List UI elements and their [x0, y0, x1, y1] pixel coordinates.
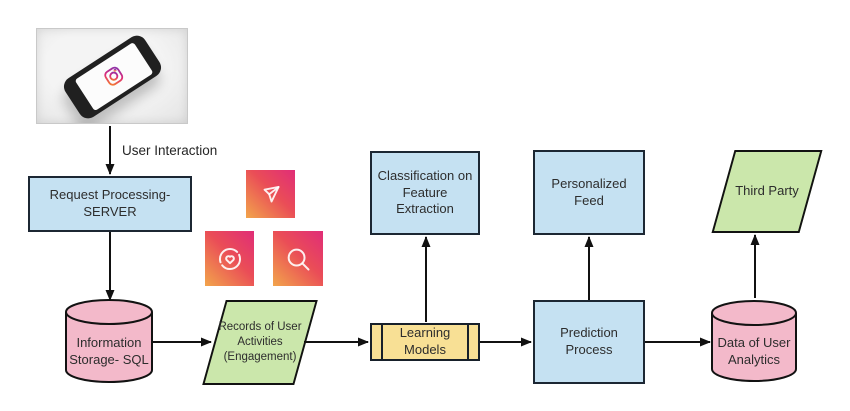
smartphone-photo [36, 28, 188, 124]
node-personalized-feed: Personalized Feed [533, 150, 645, 235]
node-data-of-user-analytics: Data of User Analytics [710, 299, 798, 385]
node-information-storage-sql: Information Storage- SQL [64, 298, 154, 386]
node-label-line: Personalized Feed [551, 175, 627, 208]
node-label-line: Storage- SQL [69, 352, 149, 367]
node-label: Data of User Analytics [710, 319, 798, 385]
node-label-line: Feature Extraction [396, 184, 454, 217]
node-label: Records of User Activities (Engagement) [218, 320, 301, 365]
instagram-activity-icon [205, 231, 254, 286]
node-label-line: Data of User [717, 335, 791, 351]
instagram-logo-icon [104, 66, 124, 86]
phone-screen [74, 41, 154, 111]
node-label-line: Third Party [735, 183, 799, 199]
node-label-line: Records of User [218, 321, 302, 334]
node-records-of-user-activities: Records of User Activities (Engagement) [202, 300, 318, 385]
node-label-line: Learning [399, 325, 451, 341]
node-third-party: Third Party [711, 150, 823, 233]
node-label: Third Party [735, 183, 799, 200]
instagram-search-icon [273, 231, 323, 286]
node-request-processing-server: Request Processing- SERVER [28, 176, 192, 232]
node-label-line: Classification on [377, 168, 473, 184]
node-label-line: Information [76, 335, 142, 351]
node-learning-models: Learning Models [370, 323, 480, 361]
node-label: Information Storage- SQL [64, 318, 154, 386]
node-label-line: Analytics [727, 352, 781, 367]
database-cylinder-shape [65, 299, 153, 383]
node-classification-feature-extraction: Classification on Feature Extraction [370, 151, 480, 235]
node-label-line: Request Processing- [49, 187, 171, 203]
node-label-line: Prediction Process [560, 325, 618, 357]
database-cylinder-shape [711, 300, 797, 382]
instagram-send-icon [246, 170, 295, 218]
node-label-line: Models [404, 342, 446, 357]
user-interaction-label: User Interaction [122, 143, 218, 158]
node-label-line: SERVER [83, 204, 137, 219]
smartphone-image [60, 31, 165, 123]
node-label-line: (Engagement) [223, 350, 297, 363]
node-prediction-process: Prediction Process [533, 300, 645, 384]
node-label-line: Activities [237, 336, 283, 349]
